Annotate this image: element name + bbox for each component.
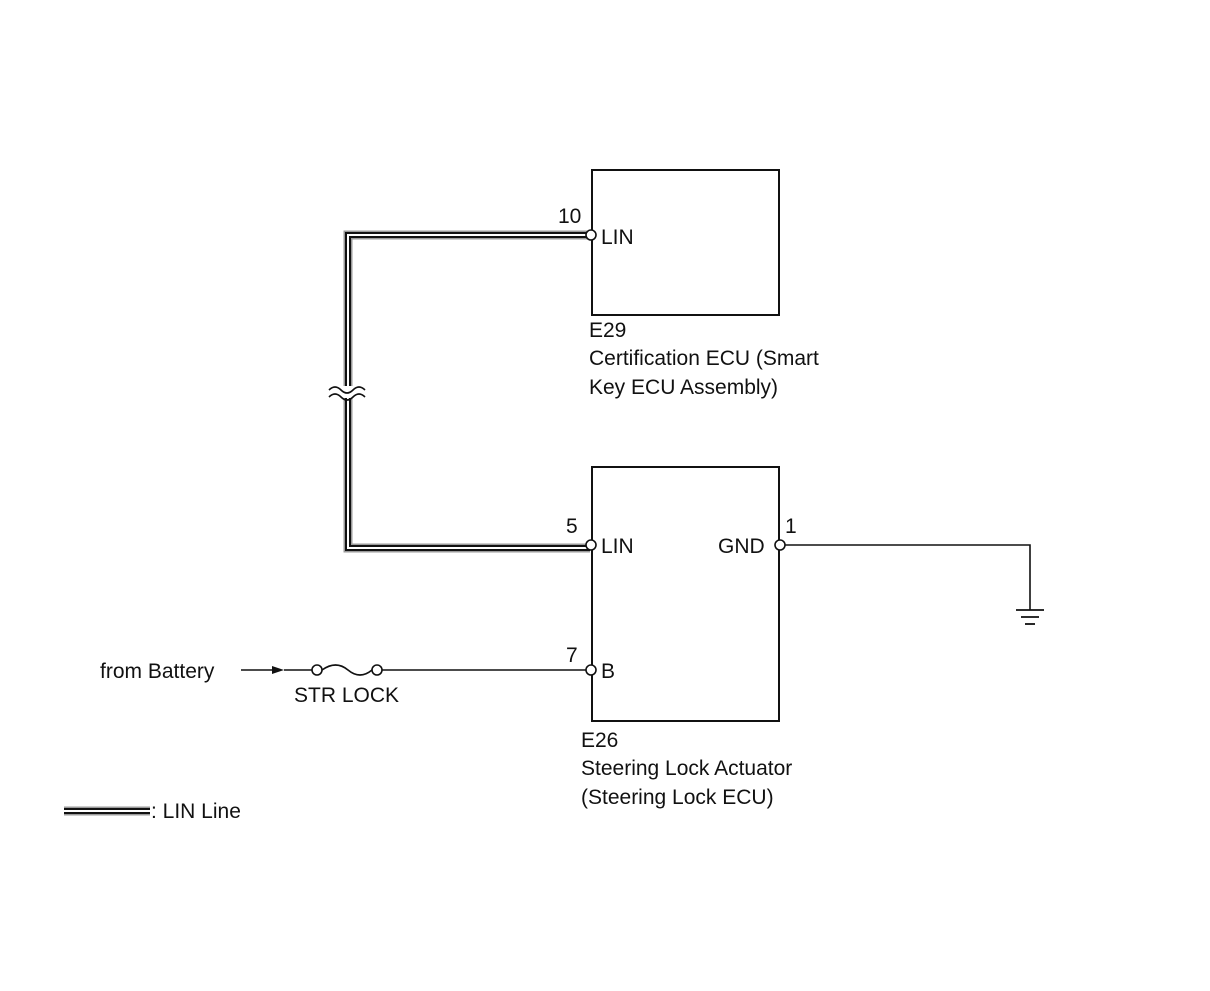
fuse-label: STR LOCK xyxy=(294,684,399,707)
e26-connector-code: E26 xyxy=(581,729,618,752)
legend-lin-line-label: : LIN Line xyxy=(151,800,241,823)
e26-b-terminal xyxy=(585,664,597,676)
e29-component-name-line2: Key ECU Assembly) xyxy=(589,376,778,399)
e26-gnd-pin-label: GND xyxy=(718,535,765,558)
certification-ecu-box xyxy=(591,169,780,316)
e29-component-name-line1: Certification ECU (Smart xyxy=(589,347,819,370)
lin-line-wire xyxy=(343,230,590,553)
e29-connector-code: E29 xyxy=(589,319,626,342)
ground-icon xyxy=(1016,609,1044,625)
e26-b-pin-label: B xyxy=(601,660,615,683)
e26-component-name-line2: (Steering Lock ECU) xyxy=(581,786,774,809)
e29-lin-pin-label: LIN xyxy=(601,226,634,249)
e26-b-pin-number: 7 xyxy=(566,644,578,667)
arrow-right-icon xyxy=(241,666,284,674)
e26-lin-pin-label: LIN xyxy=(601,535,634,558)
e26-gnd-pin-number: 1 xyxy=(785,515,797,538)
e29-lin-terminal xyxy=(585,229,597,241)
e26-component-name-line1: Steering Lock Actuator xyxy=(581,757,792,780)
e26-lin-terminal xyxy=(585,539,597,551)
ground-wire xyxy=(785,544,1031,610)
fuse-icon xyxy=(311,664,383,676)
e29-lin-pin-number: 10 xyxy=(558,205,581,228)
e26-lin-pin-number: 5 xyxy=(566,515,578,538)
wire-break-symbol xyxy=(328,386,366,401)
e26-gnd-terminal xyxy=(774,539,786,551)
battery-source-label: from Battery xyxy=(100,660,215,683)
steering-lock-ecu-box xyxy=(591,466,780,722)
